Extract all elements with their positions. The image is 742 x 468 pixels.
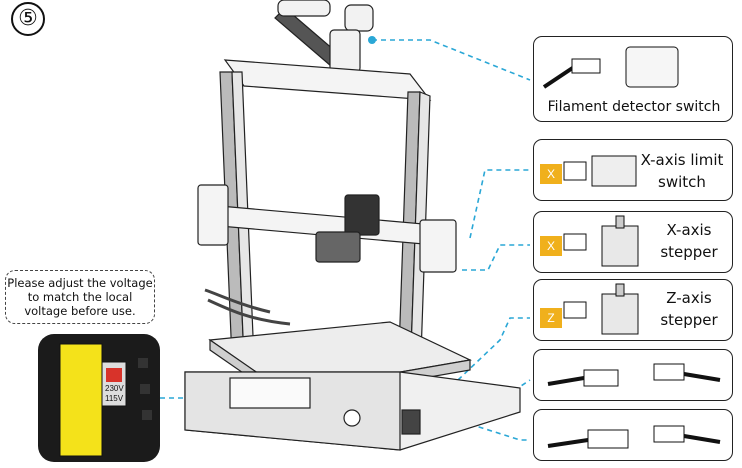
filament-detector-icon: [542, 46, 679, 89]
x-limit-switch-icon: [563, 155, 637, 187]
callout-cable-connector-1: [533, 349, 733, 401]
voltage-switch-inset: 230V 115V: [38, 334, 160, 462]
x-tag-2: X: [540, 236, 562, 256]
cable-connector-icon-1: [547, 363, 721, 387]
switch-label-230: 230V: [105, 384, 124, 393]
z-stepper-label-line1: Z-axis: [666, 289, 712, 307]
callout-x-limit-switch: X X-axis limit switch: [533, 139, 733, 201]
x-stepper-label-line1: X-axis: [666, 221, 712, 239]
callout-z-axis-stepper: Z Z-axis stepper: [533, 279, 733, 341]
filament-detector-label: Filament detector switch: [547, 99, 721, 115]
voltage-switch-illustration: [59, 343, 152, 457]
x-tag: X: [540, 164, 562, 184]
switch-label-115: 115V: [105, 394, 124, 403]
leader-filament-detector: [372, 39, 531, 81]
step-number: ⑤: [11, 2, 45, 36]
callout-cable-connector-2: [533, 409, 733, 461]
callout-x-axis-stepper: X X-axis stepper: [533, 211, 733, 273]
printer-frame: [184, 59, 521, 451]
voltage-note-line3: voltage before use.: [24, 304, 136, 318]
voltage-note-line1: Please adjust the voltage: [7, 276, 153, 290]
leader-x-stepper: [462, 244, 530, 271]
cable-connector-icon-2: [547, 425, 721, 449]
leader-x-limit: [469, 169, 530, 239]
x-limit-label-line2: switch: [658, 173, 706, 191]
callout-filament-detector: Filament detector switch: [533, 36, 733, 122]
x-stepper-label-line2: stepper: [660, 243, 718, 261]
spool-holder: [274, 0, 374, 79]
x-stepper-icon: [563, 215, 639, 267]
x-limit-label-line1: X-axis limit: [640, 151, 724, 169]
z-stepper-label-line2: stepper: [660, 311, 718, 329]
voltage-note: Please adjust the voltage to match the l…: [5, 270, 155, 324]
leader-z-stepper: [457, 317, 530, 381]
z-stepper-icon: [563, 283, 639, 335]
voltage-note-line2: to match the local: [27, 290, 133, 304]
z-tag: Z: [540, 308, 562, 328]
